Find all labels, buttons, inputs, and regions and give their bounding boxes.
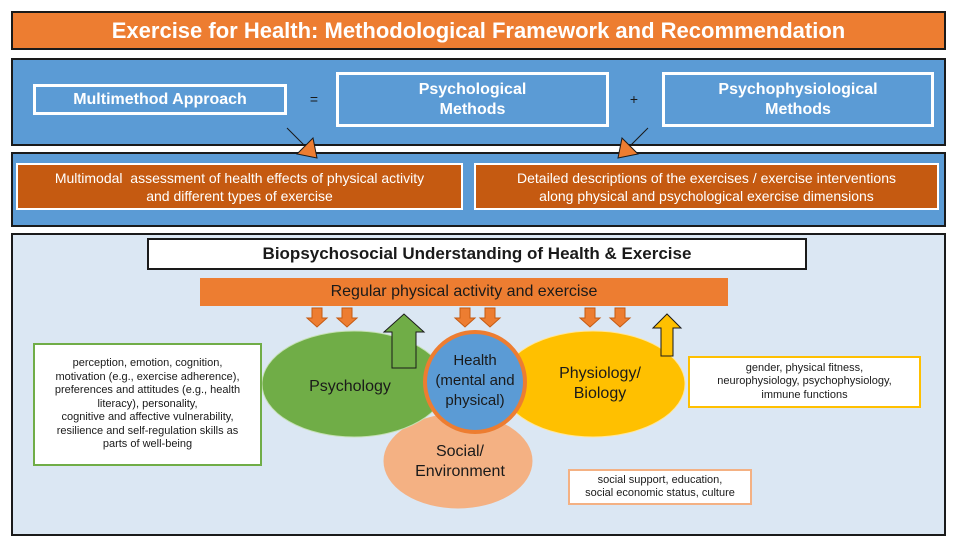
- page-title: Exercise for Health: Methodological Fram…: [111, 17, 846, 43]
- assessment-box: Multimodal assessment of health effects …: [16, 163, 463, 210]
- psychological-methods-line2: Methods: [439, 100, 506, 118]
- psychological-methods-box: Psychological Methods: [336, 72, 609, 127]
- psych-note-line: literacy), personality,: [97, 397, 198, 410]
- psychophysiological-methods-line2: Methods: [765, 100, 831, 118]
- up-arrow-green-icon: [382, 313, 426, 369]
- health-label: Health (mental and physical): [426, 348, 524, 414]
- physiology-label: Physiology/ Biology: [540, 362, 660, 406]
- social-note: social support, education, social econom…: [568, 469, 752, 505]
- social-note-line: social support, education,: [597, 473, 723, 486]
- psych-note-line: parts of well-being: [102, 438, 193, 451]
- physiology-line2: Biology: [573, 385, 627, 402]
- physio-note-line: immune functions: [761, 388, 848, 401]
- health-line2: (mental and: [435, 372, 515, 389]
- biopsychosocial-title-text: Biopsychosocial Understanding of Health …: [262, 244, 692, 263]
- arrow-to-descriptions-icon: [617, 127, 649, 159]
- assessment-line2: and different types of exercise: [146, 187, 333, 204]
- psychophysiological-methods-line1: Psychophysiological: [718, 80, 878, 98]
- psych-note-line: perception, emotion, cognition,: [72, 357, 223, 370]
- psychology-note: perception, emotion, cognition, motivati…: [33, 343, 262, 466]
- descriptions-line1: Detailed descriptions of the exercises /…: [517, 169, 896, 186]
- psych-note-line: motivation (e.g., exercise adherence),: [55, 370, 240, 383]
- plus-sign: +: [629, 91, 639, 107]
- down-arrow-icon: [305, 307, 329, 328]
- physio-note-line: gender, physical fitness,: [745, 361, 864, 374]
- psychological-methods-line1: Psychological: [418, 80, 527, 98]
- multimethod-label: Multimethod Approach: [73, 90, 247, 108]
- psychology-label: Psychology: [309, 378, 391, 395]
- psych-note-line: resilience and self-regulation skills as: [56, 424, 239, 437]
- physiology-line1: Physiology/: [559, 365, 641, 382]
- multimethod-box: Multimethod Approach: [33, 84, 287, 115]
- arrow-to-assessment-icon: [286, 127, 318, 159]
- down-arrow-icon: [578, 307, 602, 328]
- physio-note-line: neurophysiology, psychophysiology,: [717, 375, 892, 388]
- down-arrow-icon: [478, 307, 502, 328]
- up-arrow-yellow-icon: [651, 313, 683, 357]
- psychophysiological-methods-box: Psychophysiological Methods: [662, 72, 934, 127]
- health-line3: physical): [445, 392, 505, 409]
- biopsychosocial-title: Biopsychosocial Understanding of Health …: [147, 238, 807, 270]
- assessment-line1: Multimodal assessment of health effects …: [54, 169, 425, 186]
- social-line2: Environment: [415, 463, 505, 480]
- social-label: Social/ Environment: [398, 440, 522, 484]
- down-arrow-icon: [608, 307, 632, 328]
- activity-bar-label: Regular physical activity and exercise: [330, 283, 598, 300]
- psych-note-line: cognitive and affective vulnerability,: [61, 411, 234, 424]
- descriptions-line2: along physical and psychological exercis…: [539, 187, 874, 204]
- down-arrow-icon: [335, 307, 359, 328]
- activity-bar: Regular physical activity and exercise: [200, 278, 728, 306]
- down-arrow-icon: [453, 307, 477, 328]
- health-circle: [423, 330, 527, 434]
- descriptions-box: Detailed descriptions of the exercises /…: [474, 163, 939, 210]
- social-note-line: social economic status, culture: [585, 487, 735, 499]
- equals-sign: =: [309, 91, 319, 107]
- physiology-note: gender, physical fitness, neurophysiolog…: [688, 356, 921, 408]
- psych-note-line: preferences and attitudes (e.g., health: [54, 384, 241, 397]
- health-line1: Health: [453, 352, 497, 369]
- title-banner: Exercise for Health: Methodological Fram…: [11, 11, 946, 50]
- social-line1: Social/: [435, 443, 484, 460]
